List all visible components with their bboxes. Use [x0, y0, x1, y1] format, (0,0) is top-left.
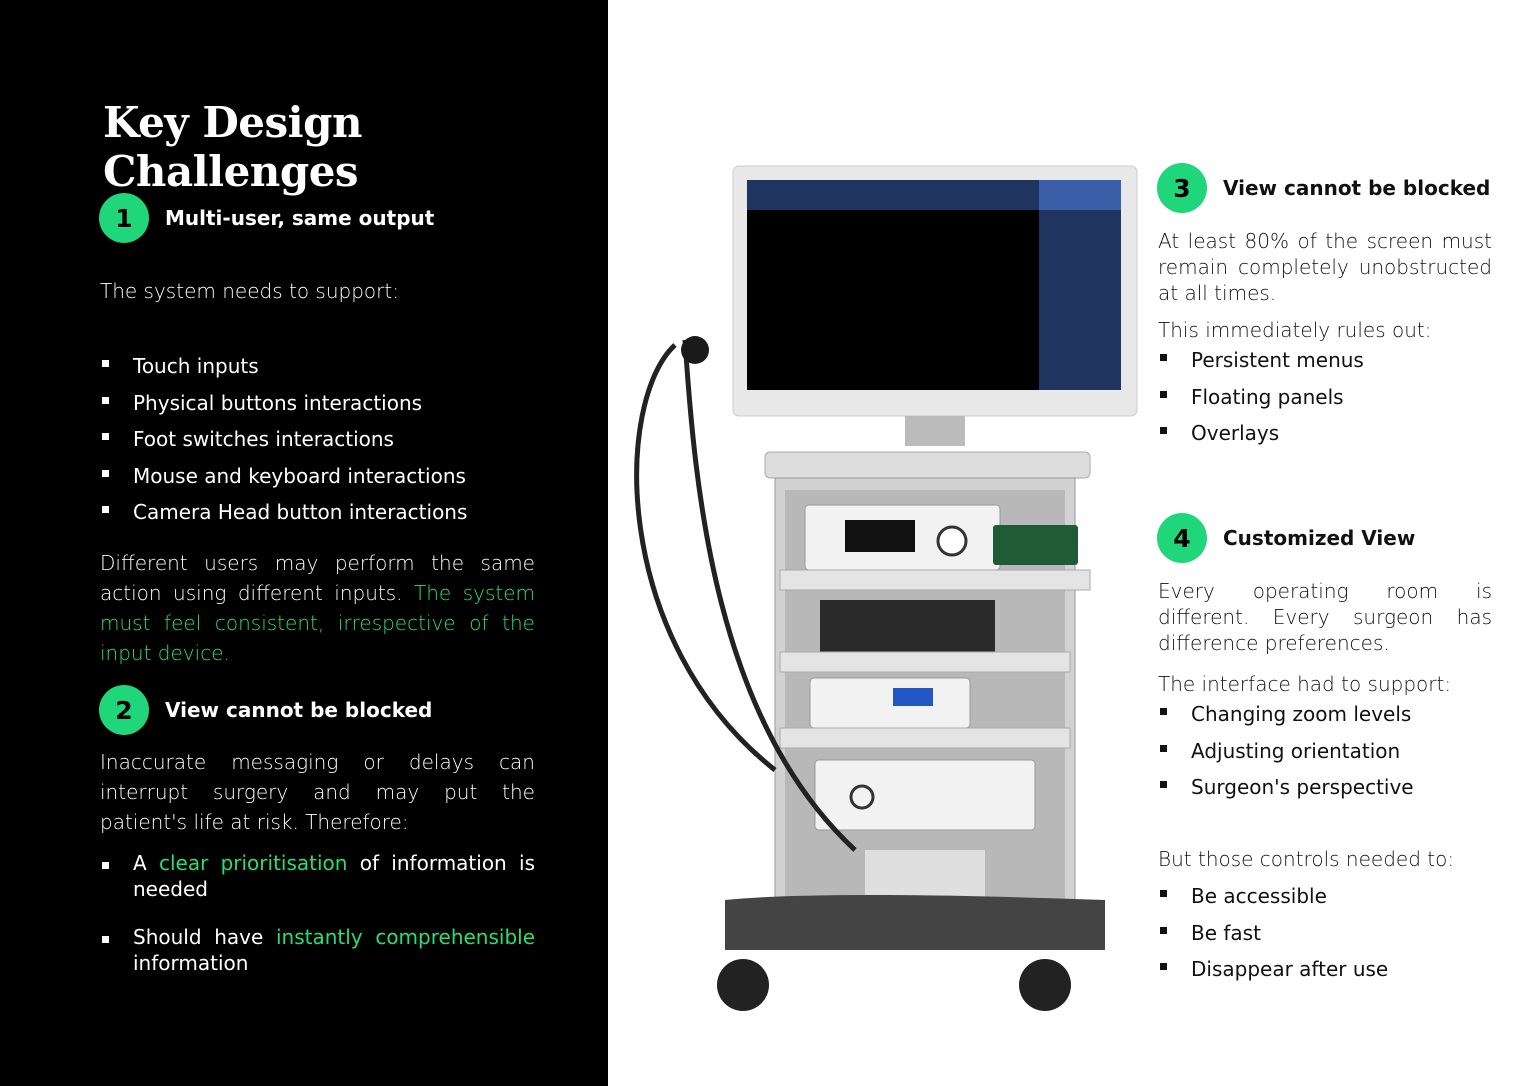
section-paragraph: Inaccurate messaging or delays can inter…	[100, 750, 535, 834]
input-list: Touch inputs Physical buttons interactio…	[100, 348, 467, 531]
list-item: Floating panels	[1158, 379, 1364, 416]
section-3-header: 3 View cannot be blocked	[1157, 163, 1490, 213]
section-intro: The system needs to support:	[100, 279, 399, 303]
list-item: Be fast	[1158, 915, 1388, 952]
section-paragraph: At least 80% of the screen must remain c…	[1158, 229, 1492, 305]
list-item: Physical buttons interactions	[100, 385, 467, 422]
list-item: Mouse and keyboard interactions	[100, 458, 467, 495]
list-item: Overlays	[1158, 415, 1364, 452]
ruled-out-list: Persistent menus Floating panels Overlay…	[1158, 342, 1364, 452]
controls-list: Be accessible Be fast Disappear after us…	[1158, 878, 1388, 988]
section-number-badge: 1	[99, 193, 149, 243]
highlight-text: The system must feel consistent, irrespe…	[100, 581, 536, 665]
list-item: Changing zoom levels	[1158, 696, 1414, 733]
text: Should have	[133, 925, 264, 949]
section-heading: View cannot be blocked	[1223, 176, 1491, 200]
section-number-badge: 2	[99, 685, 149, 735]
left-panel: Key Design Challenges 1 Multi-user, same…	[0, 0, 608, 1086]
paragraph-text: Different users may perform the same act…	[100, 551, 535, 605]
section-paragraph: Every operating room is different. Every…	[1158, 579, 1492, 655]
page-title: Key Design Challenges	[103, 98, 362, 196]
text: information	[133, 951, 249, 975]
text: A	[133, 851, 147, 875]
list-item: Touch inputs	[100, 348, 467, 385]
list-item: Be accessible	[1158, 878, 1388, 915]
section-2-header: 2 View cannot be blocked	[99, 685, 432, 735]
highlight-text: instantly comprehensible	[275, 925, 536, 949]
section-heading: Multi-user, same output	[165, 206, 435, 230]
list-item: Camera Head button interactions	[100, 494, 467, 531]
section-number-badge: 4	[1157, 513, 1207, 563]
support-list: Changing zoom levels Adjusting orientati…	[1158, 696, 1414, 806]
section-intro: The interface had to support:	[1158, 672, 1452, 696]
list-item: A clear prioritisation of information is…	[100, 850, 535, 902]
section-number-badge: 3	[1157, 163, 1207, 213]
list-item: Surgeon's perspective	[1158, 769, 1414, 806]
list-item: Persistent menus	[1158, 342, 1364, 379]
text: of information is needed	[133, 851, 535, 901]
section-intro: This immediately rules out:	[1158, 318, 1432, 342]
highlight-text: clear prioritisation	[158, 851, 348, 875]
list-item: Disappear after use	[1158, 951, 1388, 988]
endoscopy-cart-image	[634, 165, 1138, 1011]
section-4-header: 4 Customized View	[1157, 513, 1415, 563]
list-item: Adjusting orientation	[1158, 733, 1414, 770]
section-heading: View cannot be blocked	[165, 698, 433, 722]
section-paragraph: Different users may perform the same act…	[100, 548, 535, 668]
list-item: Should have instantly comprehensible inf…	[100, 924, 535, 976]
bullet-list: A clear prioritisation of information is…	[100, 850, 535, 976]
list-item: Foot switches interactions	[100, 421, 467, 458]
section-intro: But those controls needed to:	[1158, 847, 1455, 871]
section-heading: Customized View	[1223, 526, 1416, 550]
section-1-header: 1 Multi-user, same output	[99, 193, 434, 243]
